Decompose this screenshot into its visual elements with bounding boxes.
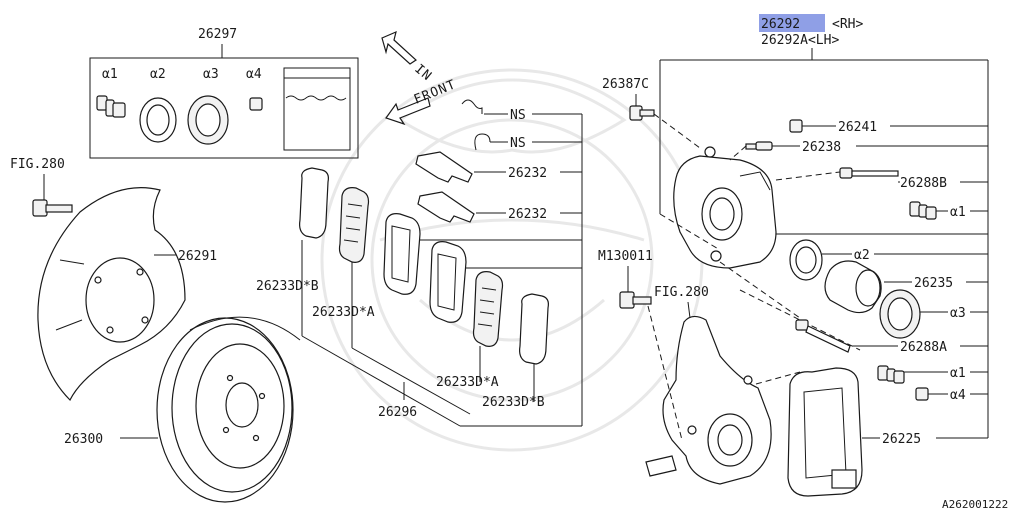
- pad-outer-shim-left: [299, 167, 329, 239]
- callout-a1-top: α1: [950, 205, 966, 220]
- guide-pin-26288A: [795, 319, 851, 353]
- fig280-top-label: FIG.280: [10, 157, 65, 172]
- kit-grease-packet: [283, 67, 351, 151]
- mounting-bolt: [619, 291, 652, 309]
- ns-label-2: NS: [510, 136, 526, 151]
- front-label: FRONT: [412, 77, 459, 107]
- part-number-highlight: [759, 14, 825, 32]
- ns-label-1: NS: [510, 108, 526, 123]
- drawing-number: A262001222: [942, 498, 1008, 511]
- shield-bolt: [32, 199, 73, 217]
- part-number-rh-suffix: <RH>: [832, 17, 863, 32]
- callout-a1-bottom: α1: [950, 366, 966, 381]
- part-number-rh: 26292: [761, 17, 800, 32]
- part-number-lh: 26292A<LH>: [761, 33, 839, 48]
- pin-boot-top: [909, 201, 937, 220]
- callout-26233DB-right: 26233D*B: [482, 395, 545, 410]
- kit-dust-ring-part: [187, 95, 229, 145]
- bleeder-cap-26241: [789, 119, 803, 133]
- callout-26235: 26235: [914, 276, 953, 291]
- kit-item-a2-label: α2: [150, 67, 166, 82]
- dust-shield-26291: [37, 187, 186, 402]
- kit-item-a4-label: α4: [246, 67, 262, 82]
- bleeder-26238: [745, 141, 773, 151]
- kit-box: 26297 α1 α2 α3 α4: [89, 27, 359, 159]
- callout-26288A: 26288A: [900, 340, 947, 355]
- callout-a4: α4: [950, 388, 966, 403]
- callout-26225: 26225: [882, 432, 921, 447]
- callout-26233DA-left: 26233D*A: [312, 305, 375, 320]
- kit-item-a1-label: α1: [102, 67, 118, 82]
- callout-26232-upper: 26232: [508, 166, 547, 181]
- direction-indicators: IN FRONT: [381, 30, 459, 126]
- caliper-body: [673, 146, 777, 269]
- pad-shim-lower: [417, 191, 475, 223]
- brake-pad-inner-friction: [429, 241, 467, 323]
- piston-seal: [789, 239, 823, 281]
- callout-26233DA-right: 26233D*A: [436, 375, 499, 390]
- callout-M130011: M130011: [598, 249, 653, 264]
- ns-callouts: NS NS: [461, 99, 582, 151]
- kit-item-a3-label: α3: [203, 67, 219, 82]
- kit-boot-part: [96, 95, 126, 118]
- guide-pin-26288B: [839, 167, 899, 179]
- callout-26387C: 26387C: [602, 77, 649, 92]
- pad-leader-lines: [301, 239, 582, 427]
- kit-box-label: 26297: [198, 27, 237, 42]
- callout-26300: 26300: [64, 432, 103, 447]
- brake-pad-inner-right: [472, 271, 504, 347]
- callout-a2: α2: [854, 248, 870, 263]
- brake-rotor-26300: [156, 316, 301, 503]
- bleeder-screw: [629, 105, 655, 121]
- callout-26291: 26291: [178, 249, 217, 264]
- callout-26233DB-left: 26233D*B: [256, 279, 319, 294]
- callout-26232-lower: 26232: [508, 207, 547, 222]
- caliper-piston: [824, 260, 882, 314]
- caliper-bracket-26225: [787, 367, 863, 497]
- kit-cap-part: [249, 97, 263, 111]
- steering-knuckle: [645, 315, 772, 485]
- pin-cap: [915, 387, 929, 401]
- caliper-title-block: 26292 <RH> 26292A<LH>: [660, 14, 989, 438]
- kit-seal-part: [139, 97, 177, 143]
- brake-pad-outer-left: [338, 187, 370, 263]
- pad-inner-shim-right: [519, 293, 549, 365]
- callout-26238: 26238: [802, 140, 841, 155]
- in-arrow-icon: [381, 30, 417, 65]
- in-label: IN: [411, 62, 434, 85]
- brake-pad-outer-friction: [383, 213, 421, 295]
- callout-26296: 26296: [378, 405, 417, 420]
- piston-dust-boot: [879, 289, 921, 339]
- callout-26288B: 26288B: [900, 176, 947, 191]
- pad-shim-upper: [415, 151, 473, 183]
- front-arrow-icon: [385, 97, 431, 126]
- fig280-mid-label: FIG.280: [654, 285, 709, 300]
- callout-a3: α3: [950, 306, 966, 321]
- pin-boot-bottom: [877, 365, 905, 384]
- callout-26241: 26241: [838, 120, 877, 135]
- fig280-top-callout: FIG.280: [10, 157, 65, 200]
